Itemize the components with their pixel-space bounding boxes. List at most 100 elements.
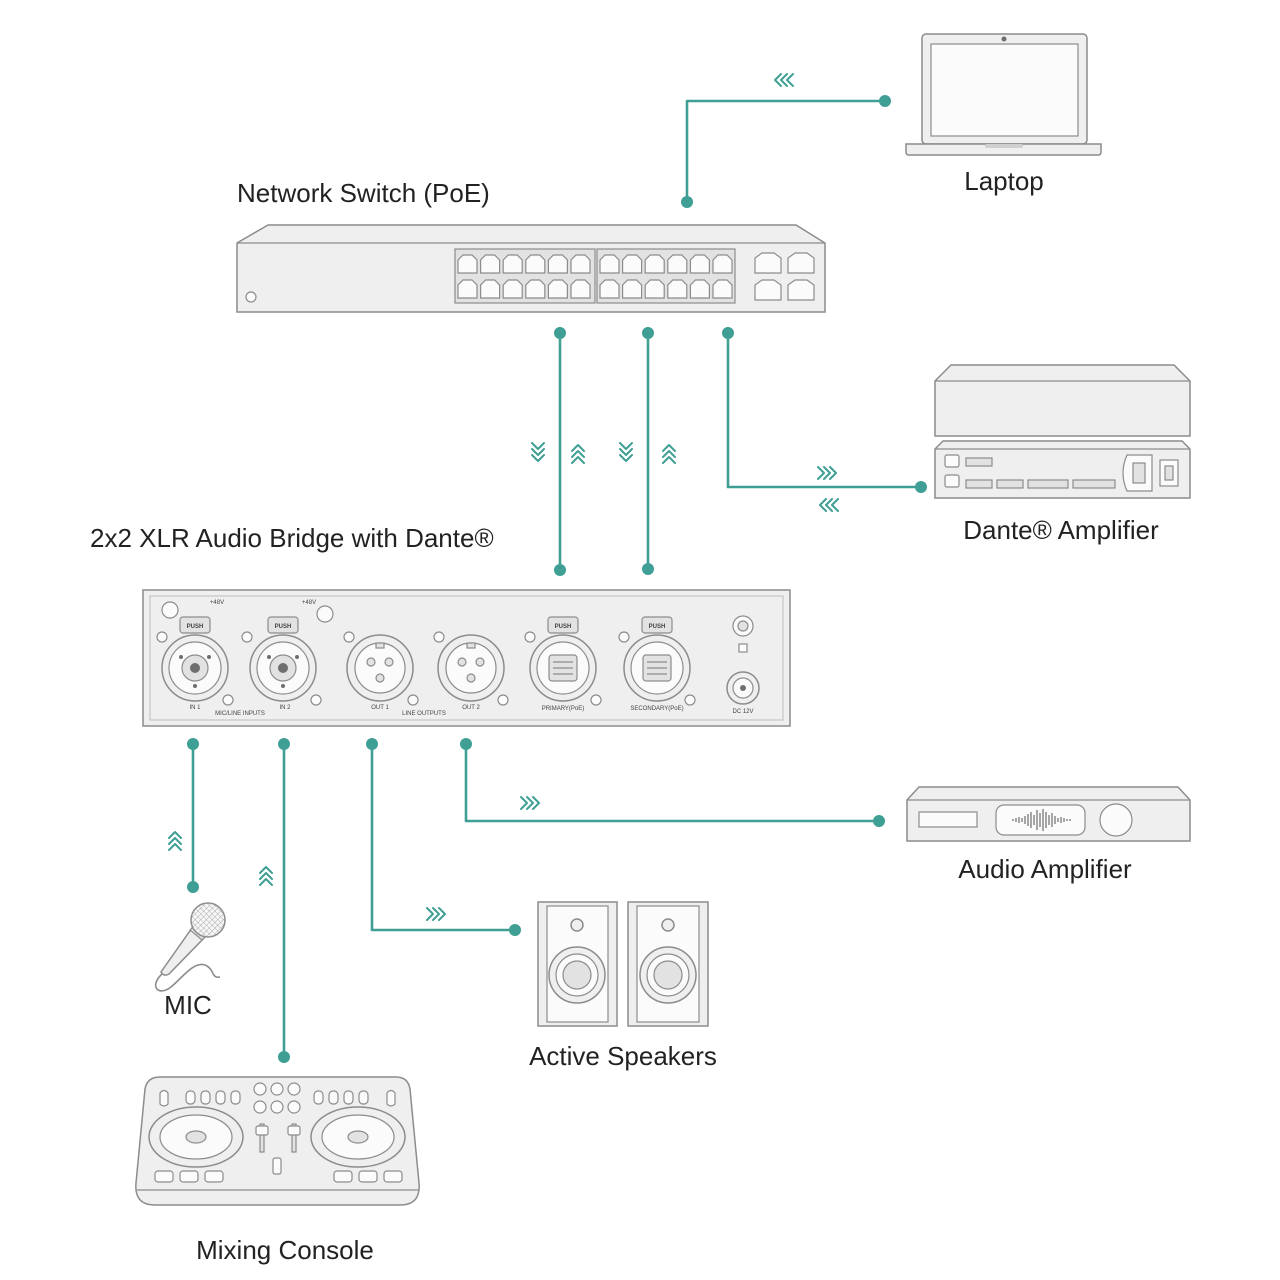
switch-rj45-port: [644, 279, 665, 299]
console-knob: [270, 1100, 284, 1114]
switch-rj45-port: [570, 279, 591, 299]
console-jog-wheel-right: [310, 1106, 406, 1168]
xlr-pin: [193, 684, 197, 688]
audio-amp-volume-knob: [1099, 803, 1133, 837]
laptop-screen: [930, 43, 1079, 137]
flow-down-arrow-icon: [619, 442, 633, 462]
switch-port-block: [596, 248, 736, 304]
push-label: PUSH: [555, 624, 572, 630]
dante-amp-network-port: [944, 474, 960, 488]
laptop-notch: [985, 144, 1023, 148]
speaker-woofer-cap: [653, 960, 683, 990]
mic-body: [160, 926, 206, 976]
power-led: [738, 643, 748, 653]
link-endpoint: [642, 327, 654, 339]
bridge-secondary-network-port: PUSH SECONDARY(PoE): [618, 616, 696, 712]
xlr-key: [466, 642, 476, 649]
active-speakers-label: Active Speakers: [529, 1041, 717, 1071]
link-endpoint: [509, 924, 521, 936]
audio-amp-display: [918, 811, 978, 828]
console-knob: [343, 1090, 354, 1105]
console-knob: [358, 1090, 369, 1105]
flow-right-arrow-icon: [426, 907, 446, 921]
switch-rj45-port: [622, 279, 643, 299]
bridge-primary-network-port: PUSH PRIMARY(PoE): [524, 616, 602, 712]
bridge-gain-knob: [316, 605, 334, 623]
rj45-contacts: [647, 661, 667, 675]
dante-amp-terminal: [965, 479, 993, 489]
laptop-base: [905, 143, 1102, 156]
link-bridge-speakers: [366, 738, 521, 936]
dante-amp-power-switch-rocker: [1164, 465, 1174, 481]
switch-rj45-port: [525, 279, 546, 299]
xlr-pin: [466, 673, 476, 683]
switch-rj45-port: [712, 254, 733, 274]
switch-rj45-port: [689, 279, 710, 299]
console-knob: [159, 1089, 169, 1107]
bridge-gain-knob: [161, 601, 179, 619]
switch-uplink-port: [754, 279, 782, 301]
jog-center: [347, 1130, 369, 1144]
flow-left-arrow-icon: [774, 73, 794, 87]
console-knob: [313, 1090, 324, 1105]
speakers-icon: [537, 901, 709, 1027]
xlr-pin: [384, 657, 394, 667]
dante-amplifier-label: Dante® Amplifier: [963, 515, 1159, 545]
microphone-icon: [154, 902, 226, 992]
link-endpoint: [187, 738, 199, 750]
switch-uplink-port: [787, 252, 815, 274]
laptop-icon: [905, 33, 1102, 156]
fader-cap: [287, 1125, 301, 1136]
switch-ports: [457, 252, 815, 301]
switch-rj45-port: [599, 254, 620, 274]
flow-down-arrow-icon: [531, 442, 545, 462]
flow-up-arrow-icon: [662, 444, 676, 464]
console-pad: [358, 1170, 378, 1183]
link-bridge-audio-amplifier: [460, 738, 885, 827]
switch-rj45-port: [644, 254, 665, 274]
crossfader: [272, 1157, 282, 1175]
switch-rj45-port: [457, 279, 478, 299]
switch-rj45-port: [622, 254, 643, 274]
link-endpoint: [187, 881, 199, 893]
console-pad: [204, 1170, 224, 1183]
link-endpoint: [366, 738, 378, 750]
link-line: [370, 744, 515, 932]
xlr-pin: [281, 684, 285, 688]
flow-left-arrow-icon: [819, 498, 839, 512]
speaker-woofer-cap: [562, 960, 592, 990]
mic-grill: [190, 902, 226, 938]
primary-port-label: PRIMARY(PoE): [542, 706, 585, 712]
bridge-output-1-connector: OUT 1: [343, 631, 419, 711]
mixing-console-icon: [135, 1076, 420, 1206]
console-pad: [383, 1170, 403, 1183]
waveform-icon: [1012, 809, 1071, 831]
laptop-label: Laptop: [964, 166, 1044, 196]
dante-amp-terminal: [965, 457, 993, 467]
xlr-key: [375, 642, 385, 649]
phantom-power-label: +48V: [210, 600, 224, 606]
push-latch: [641, 616, 673, 634]
console-knob: [253, 1100, 267, 1114]
mount-screw: [433, 631, 445, 643]
xlr-pin: [475, 657, 485, 667]
switch-rj45-port: [712, 279, 733, 299]
console-faders: [255, 1123, 301, 1175]
audio-bridge-icon: +48V PUSH IN 1 MIC/LINE INPUTS +48V PUSH: [142, 589, 791, 727]
bridge-output-2-connector: OUT 2: [433, 631, 509, 711]
flow-right-arrow-icon: [520, 796, 540, 810]
xlr-pin: [366, 657, 376, 667]
mixing-console-label: Mixing Console: [196, 1235, 374, 1265]
xlr-pin: [457, 657, 467, 667]
mount-screw: [618, 631, 630, 643]
phantom-power-label: +48V: [302, 600, 316, 606]
jack-hole: [190, 663, 200, 673]
mount-screw: [497, 694, 509, 706]
mount-screw: [310, 694, 322, 706]
bridge-input-1-connector: +48V PUSH IN 1: [156, 600, 234, 711]
dante-amp-terminal: [1072, 479, 1116, 489]
jog-center: [185, 1130, 207, 1144]
xlr-pin: [375, 673, 385, 683]
